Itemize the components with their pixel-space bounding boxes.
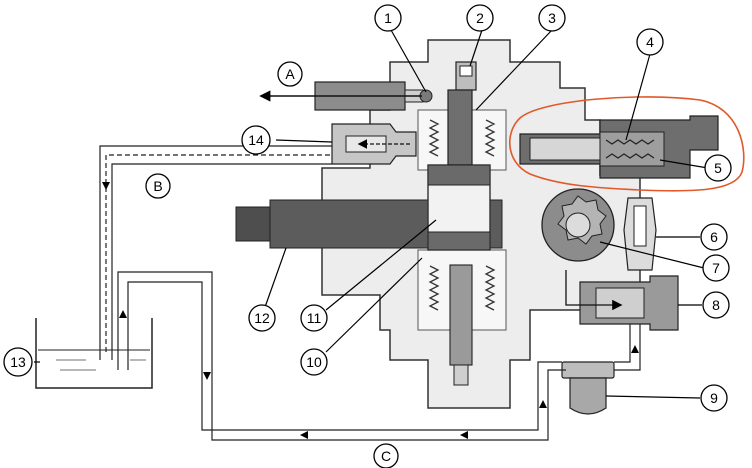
- callout-6: 6: [700, 223, 728, 251]
- drive-shaft: [235, 199, 503, 249]
- gear-pump: [541, 188, 615, 262]
- upper-plunger: [447, 89, 473, 166]
- cam-eccentric: [427, 164, 491, 251]
- callout-9: 9: [700, 384, 728, 412]
- callout-4-label: 4: [646, 34, 654, 50]
- callout-3-label: 3: [548, 10, 556, 26]
- inlet-block: [565, 270, 679, 331]
- callout-8-label: 8: [712, 297, 720, 313]
- leader-lines: [34, 29, 709, 399]
- callout-13-label: 13: [10, 354, 26, 370]
- callout-14-label: 14: [248, 132, 264, 148]
- callout-6-label: 6: [710, 229, 718, 245]
- fuel-filter: [561, 361, 615, 415]
- return-valve: [331, 123, 417, 165]
- callout-11: 11: [300, 304, 328, 332]
- return-line-b: [99, 145, 332, 360]
- callout-10-label: 10: [306, 354, 322, 370]
- callout-12-label: 12: [254, 310, 270, 326]
- flow-label-b: B: [145, 173, 171, 199]
- callout-5: 5: [704, 154, 732, 182]
- callout-8: 8: [702, 291, 730, 319]
- callout-12: 12: [248, 304, 276, 332]
- pressure-valve: [623, 197, 657, 271]
- callout-4: 4: [636, 28, 664, 56]
- flow-arrows: [102, 182, 639, 439]
- flow-b-text: B: [153, 178, 162, 194]
- callout-13: 13: [3, 347, 33, 377]
- highlight-outline: [508, 96, 745, 192]
- callout-1: 1: [374, 4, 402, 32]
- pressure-valve-cap: [455, 61, 477, 91]
- metering-valve: [519, 115, 719, 179]
- callout-7: 7: [702, 254, 730, 282]
- callout-7-label: 7: [712, 260, 720, 276]
- callout-2-label: 2: [476, 10, 484, 26]
- callout-11-label: 11: [307, 310, 322, 326]
- callout-1-label: 1: [384, 10, 392, 26]
- callout-10: 10: [300, 348, 328, 376]
- lower-plunger: [449, 264, 473, 386]
- callout-3: 3: [538, 4, 566, 32]
- callout-9-label: 9: [710, 390, 718, 406]
- outlet-fitting-a: [259, 81, 433, 111]
- flow-label-a: A: [277, 61, 303, 87]
- callout-5-label: 5: [714, 160, 722, 176]
- upper-spring: [428, 119, 496, 157]
- lower-spring: [428, 265, 496, 311]
- flow-a-text: A: [285, 66, 295, 82]
- callout-2: 2: [466, 4, 494, 32]
- fuel-tank: [35, 318, 153, 389]
- callout-14: 14: [241, 125, 271, 155]
- flow-label-c: C: [373, 443, 399, 468]
- flow-c-text: C: [381, 448, 391, 464]
- supply-line-c: [117, 271, 641, 441]
